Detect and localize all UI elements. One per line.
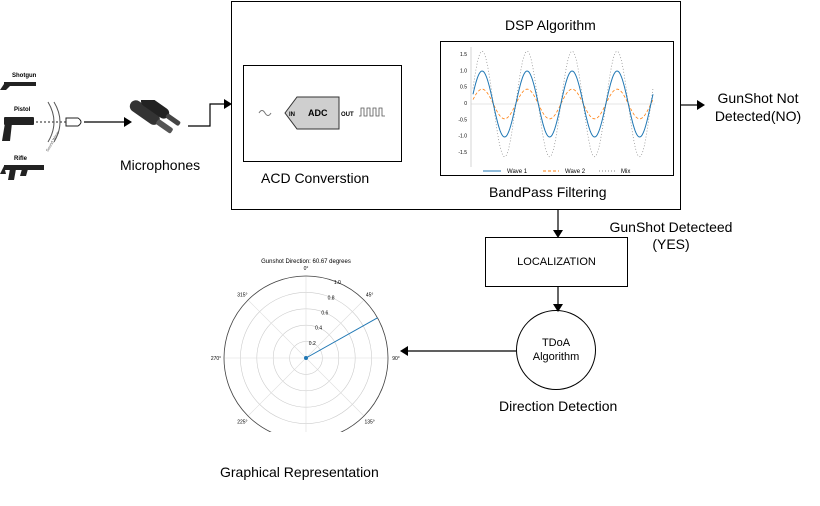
arrow-to-polar-plot <box>400 346 516 356</box>
not-detected-label: GunShot Not Detected(NO) <box>708 89 808 125</box>
polar-origin-dot <box>304 356 308 360</box>
polar-angle-label: 315° <box>237 292 247 298</box>
localization-box: LOCALIZATION <box>485 237 628 287</box>
polar-spoke <box>305 299 365 359</box>
polar-direction-plot: Gunshot Direction: 60.67 degrees 0° 45° 90… <box>211 259 400 432</box>
graphical-representation-label: Graphical Representation <box>220 464 379 480</box>
rifle-icon <box>0 165 44 180</box>
polar-radial-label: 0.2 <box>309 341 316 347</box>
polar-outer-ring <box>223 275 389 432</box>
polar-radial-label: 0.8 <box>328 295 335 301</box>
legend-mix: Mix <box>621 169 630 175</box>
direction-vector <box>305 317 378 359</box>
polar-angle-label: 225° <box>237 420 247 426</box>
adc-label: ADC <box>308 108 328 118</box>
rifle-label: Rifle <box>14 156 28 162</box>
polar-radial-label: 0.6 <box>321 311 328 317</box>
ytick-label: 1.0 <box>460 68 467 74</box>
tdoa-line2: Algorithm <box>532 351 580 363</box>
detected-line2: (YES) <box>652 236 690 252</box>
arrow-mic-to-dsp <box>188 99 232 127</box>
tdoa-algorithm-node: TDoA Algorithm <box>516 310 596 390</box>
plot-legend: Wave 1 Wave 2 Mix <box>483 169 630 175</box>
weapons-illustration: Shotgun Pistol Sound Wave Rifle <box>0 73 82 180</box>
polar-radial-label: 1.0 <box>334 280 341 286</box>
legend-wave1: Wave 1 <box>507 169 528 175</box>
not-detected-line1: GunShot Not <box>717 90 799 106</box>
ytick-label: 1.5 <box>460 52 467 58</box>
adc-caption: ACD Converstion <box>261 170 370 186</box>
microphones-label: Microphones <box>120 157 201 173</box>
not-detected-line2: Detected(NO) <box>714 108 802 124</box>
polar-title: Gunshot Direction: 60.67 degrees <box>261 259 351 265</box>
polar-angle-label: 135° <box>364 420 374 426</box>
pistol-label: Pistol <box>14 107 31 113</box>
ytick-label: -1.0 <box>458 134 467 140</box>
detected-line1: GunShot Detecteed <box>609 219 733 235</box>
detected-label: GunShot Detecteed (YES) <box>598 219 744 253</box>
shotgun-icon <box>0 82 36 90</box>
ytick-label: 0 <box>464 101 467 107</box>
bandpass-caption: BandPass Filtering <box>489 184 607 200</box>
polar-spoke <box>305 357 365 417</box>
polar-radial-label: 0.4 <box>315 326 322 332</box>
arrow-to-not-detected <box>681 100 705 110</box>
arrow-to-localization <box>553 210 563 238</box>
dsp-title: DSP Algorithm <box>505 17 596 33</box>
arrow-weapons-to-mic <box>84 117 132 127</box>
ytick-label: -1.5 <box>458 150 467 156</box>
legend-wave2: Wave 2 <box>565 169 586 175</box>
pistol-icon <box>2 117 34 141</box>
polar-angle-label: 270° <box>211 356 221 362</box>
polar-angle-label: 45° <box>366 292 374 298</box>
direction-detection-label: Direction Detection <box>499 398 618 414</box>
wave1-line <box>472 70 654 138</box>
adc-out-label: OUT <box>341 112 354 118</box>
polar-spoke <box>247 357 307 417</box>
shotgun-label: Shotgun <box>12 73 37 79</box>
bullet-icon <box>65 117 82 127</box>
tdoa-line1: TDoA <box>541 337 571 349</box>
microphone-icon <box>129 100 181 134</box>
bandpass-plot-box <box>440 41 674 176</box>
ytick-label: -0.5 <box>458 117 467 123</box>
wave2-line <box>472 88 654 120</box>
polar-spoke <box>247 299 307 359</box>
ytick-label: 0.5 <box>460 85 467 91</box>
localization-label: LOCALIZATION <box>517 256 596 268</box>
polar-angle-label: 90° <box>392 356 400 362</box>
adc-symbol: IN ADC OUT <box>258 96 385 130</box>
adc-in-label: IN <box>289 112 295 118</box>
polar-angle-label: 0° <box>304 266 309 272</box>
bandpass-wave-plot: 1.5 1.0 0.5 0 -0.5 -1.0 -1.5 Wave 1 Wave 2 Mix <box>458 47 655 175</box>
arrow-to-tdoa <box>553 287 563 312</box>
